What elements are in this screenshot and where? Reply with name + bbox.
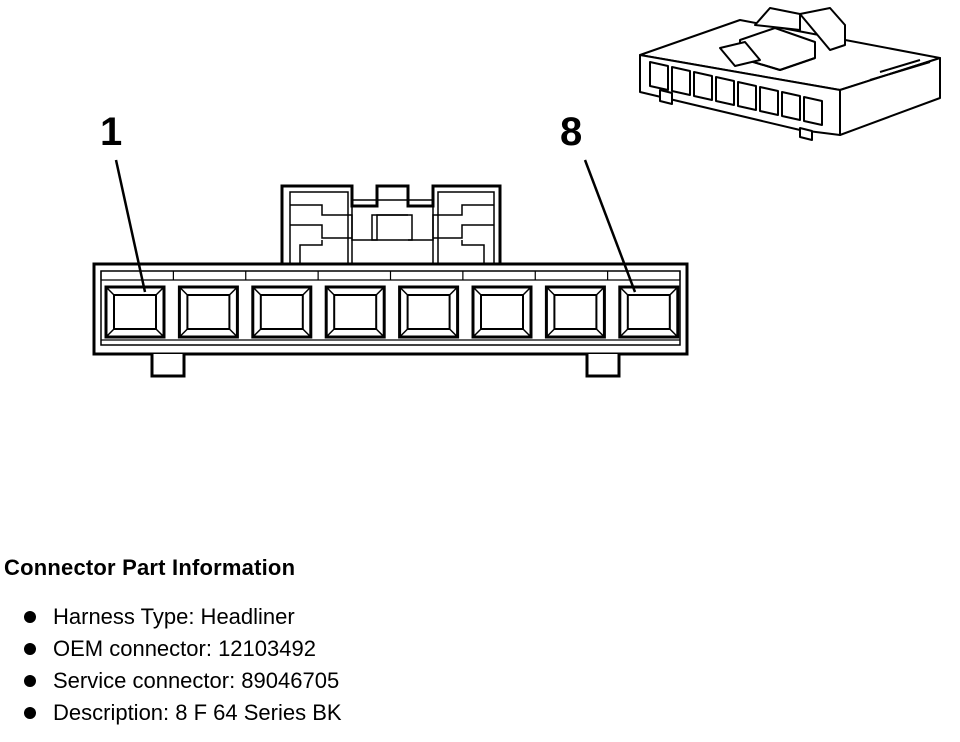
pin-label-first: 1 [100,110,122,154]
pin-cavity-5 [398,285,460,339]
pin-cavity-6 [471,285,533,339]
bullet-icon [24,707,36,719]
pin-label-last: 8 [560,110,582,154]
info-item-service-connector: Service connector: 89046705 [4,665,904,697]
connector-diagram: 1 8 [92,7,941,378]
info-item-oem-connector: OEM connector: 12103492 [4,633,904,665]
connector-3d-view [639,7,941,141]
bottom-tab-left [150,354,186,378]
pin-cavity-2 [177,285,239,339]
pin-cavity-1 [104,285,166,339]
connector-part-info: Connector Part Information Harness Type:… [4,555,904,729]
pin-cavity-4 [324,285,386,339]
leader-line-pin-8 [583,159,637,293]
bullet-icon [24,675,36,687]
info-list: Harness Type: Headliner OEM connector: 1… [4,601,904,729]
info-item-description: Description: 8 F 64 Series BK [4,697,904,729]
pin-cavities [100,271,681,339]
leader-line-pin-1 [114,159,147,293]
info-title: Connector Part Information [4,555,296,580]
connector-face-view [92,184,689,378]
pin-cavity-7 [544,285,606,339]
pin-cavity-8 [618,285,680,339]
bottom-tab-right [585,354,621,378]
bullet-icon [24,611,36,623]
pin-cavity-3 [251,285,313,339]
latch-housing [280,184,502,267]
pin-callouts: 1 8 [100,110,637,293]
info-item-harness-type: Harness Type: Headliner [4,601,904,633]
bullet-icon [24,643,36,655]
